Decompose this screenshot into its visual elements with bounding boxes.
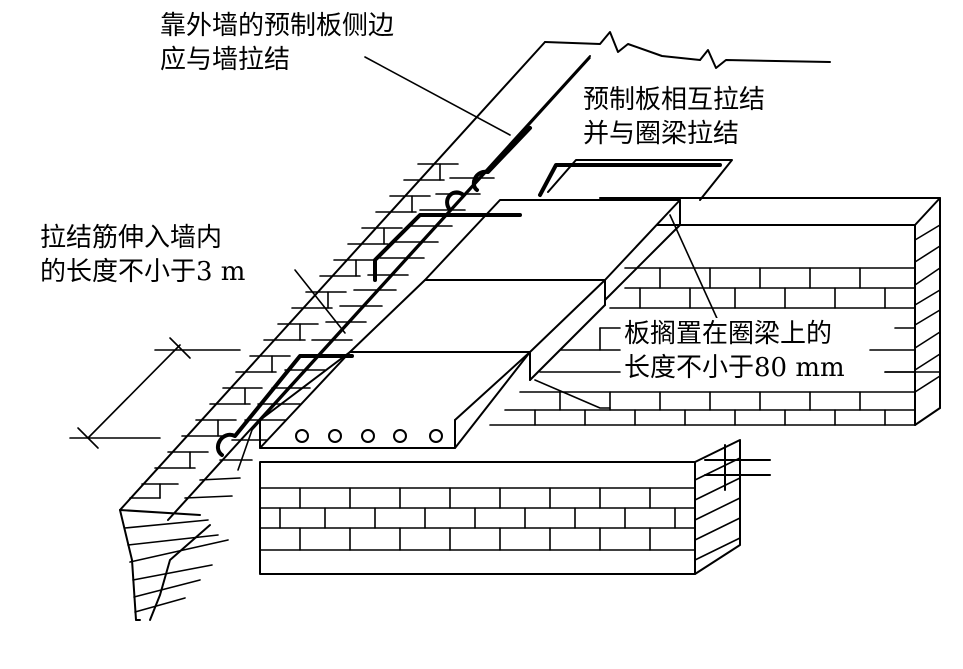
label-panel-tie-line2: 并与圈梁拉结 [583,119,740,149]
precast-panels [260,160,732,448]
label-outer-wall-tie-line2: 应与墙拉结 [160,45,291,75]
label-rebar-length-line2: 的长度不小于3 m [38,256,248,288]
ring-beam [490,198,940,425]
lower-wall [260,440,770,574]
dimension-line [70,338,240,448]
leader-lines [295,57,940,408]
label-bearing-length-line1: 板搁置在圈梁上的 [622,318,835,350]
tie-rebars [218,128,720,455]
label-rebar-length-line1: 拉结筋伸入墙内 [38,222,225,254]
outer-wall [120,32,830,620]
label-outer-wall-tie-line1: 靠外墙的预制板侧边 [160,11,395,41]
label-panel-tie-line1: 预制板相互拉结 [583,85,766,115]
label-bearing-length-line2: 长度不小于80 mm [622,352,847,384]
